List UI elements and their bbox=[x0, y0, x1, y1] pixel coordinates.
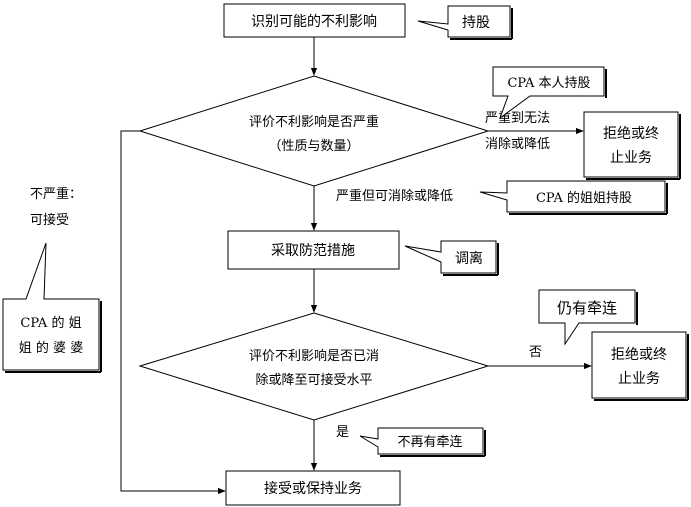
callout-mother-in-law-line1: CPA 的 姐 bbox=[20, 315, 81, 331]
callout-cpa-own-shares-label: CPA 本人持股 bbox=[507, 76, 590, 91]
reject-bottom-line2: 止业务 bbox=[618, 371, 660, 387]
callout-mother-in-law-line2: 姐 的 婆 婆 bbox=[19, 340, 83, 356]
callout-cpa-own-shares: CPA 本人持股 bbox=[492, 66, 607, 120]
callout-cpa-sister-shares: CPA 的姐姐持股 bbox=[479, 180, 668, 215]
edge-severe-cannot-line2: 消除或降低 bbox=[485, 137, 550, 152]
edge-yes-label: 是 bbox=[336, 425, 349, 440]
callout-cpa-sister-shares-label: CPA 的姐姐持股 bbox=[536, 190, 632, 206]
callout-transfer-label: 调离 bbox=[455, 250, 483, 267]
decision-severity-line1: 评价不利影响是否严重 bbox=[249, 114, 379, 130]
callout-transfer: 调离 bbox=[404, 240, 499, 276]
step-accept-box: 接受或保持业务 bbox=[225, 470, 401, 506]
step-measures-label: 采取防范措施 bbox=[271, 242, 355, 259]
callout-shareholding-label: 持股 bbox=[462, 15, 490, 31]
reject-top-line2: 止业务 bbox=[610, 150, 652, 166]
step-measures-box: 采取防范措施 bbox=[227, 230, 400, 270]
callout-no-longer-connected-label: 不再有牵连 bbox=[397, 434, 462, 450]
edge-not-severe-line1: 不严重： bbox=[30, 186, 82, 202]
callout-still-connected: 仍有牵连 bbox=[538, 289, 638, 346]
callout-still-connected-label: 仍有牵连 bbox=[557, 299, 617, 317]
reject-bottom-line1: 拒绝或终 bbox=[611, 347, 667, 363]
decision-eliminated-line2: 除或降至可接受水平 bbox=[255, 372, 372, 388]
callout-shareholding: 持股 bbox=[417, 5, 513, 40]
edge-not-severe-line2: 可接受 bbox=[30, 212, 69, 228]
step-accept-label: 接受或保持业务 bbox=[264, 480, 362, 497]
callout-no-longer-connected: 不再有牵连 bbox=[359, 427, 486, 457]
reject-bottom-box: 拒绝或终 止业务 bbox=[591, 331, 689, 401]
edge-no-label: 否 bbox=[529, 345, 542, 360]
edge-severe-cannot-line1: 严重到无法 bbox=[485, 110, 550, 126]
callout-cpa-sister-mother-in-law: CPA 的 姐 姐 的 婆 婆 bbox=[2, 242, 102, 373]
edge-not-severe-bypass bbox=[120, 130, 226, 495]
decision-eliminated: 评价不利影响是否已消 除或降至可接受水平 bbox=[138, 312, 490, 421]
decision-eliminated-line1: 评价不利影响是否已消 bbox=[249, 348, 379, 364]
step-identify-box: 识别可能的不利影响 bbox=[223, 3, 406, 38]
reject-top-box: 拒绝或终 止业务 bbox=[583, 111, 681, 180]
step-identify-label: 识别可能的不利影响 bbox=[251, 14, 377, 30]
decision-severity-line2: （性质与数量） bbox=[268, 139, 359, 154]
decision-severity: 评价不利影响是否严重 （性质与数量） bbox=[138, 75, 490, 187]
edge-severe-can-label: 严重但可消除或降低 bbox=[336, 188, 453, 204]
connectors bbox=[120, 37, 592, 495]
reject-top-line1: 拒绝或终 bbox=[603, 126, 659, 142]
